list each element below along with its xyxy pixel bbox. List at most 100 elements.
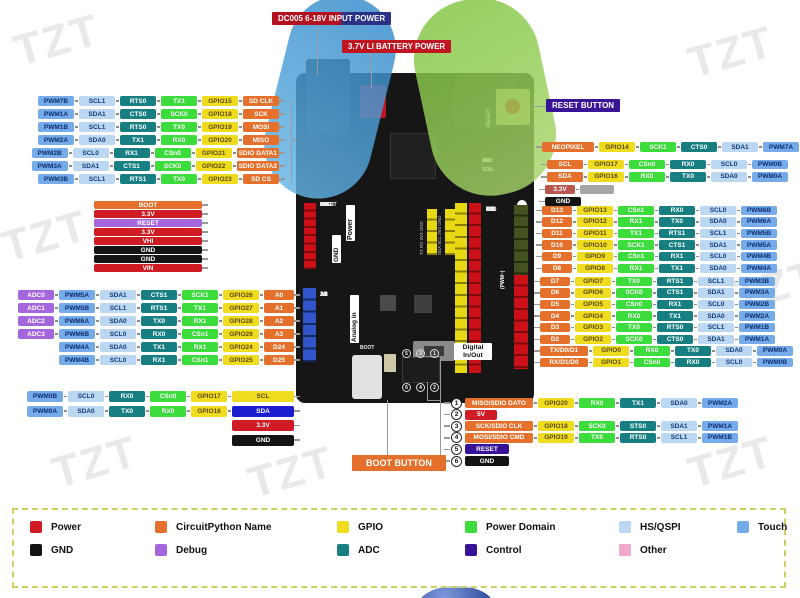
- connector-dash: [694, 280, 697, 282]
- connector-dash: [735, 338, 738, 340]
- connector-dash: [735, 326, 738, 329]
- pin-chip: GPIO29: [223, 329, 259, 339]
- silk-label: ~9: [486, 206, 494, 213]
- pin-chip: [580, 184, 614, 194]
- connector-dash: [232, 165, 236, 167]
- pin-number-circle: 1: [451, 397, 462, 409]
- silk-label: TX: [486, 206, 494, 213]
- connector-dash: [571, 292, 574, 294]
- connector-dash: [198, 178, 201, 180]
- pin-chip: D7: [540, 276, 570, 286]
- connector-dash: [116, 178, 119, 180]
- legend-swatch: [619, 521, 631, 533]
- connector-dash: [748, 163, 751, 165]
- connector-dash: [653, 280, 656, 282]
- pin-chip: SCL0: [700, 251, 736, 262]
- pin-chip: CTS1: [657, 288, 693, 298]
- pin-chip: SDA0: [698, 311, 734, 321]
- pin-number-circle: 6: [451, 455, 462, 467]
- pin-chip: SDA: [547, 172, 583, 182]
- reset-button-badge: RESET BUTTON: [546, 99, 621, 112]
- pin-chip: ADC0: [18, 290, 54, 300]
- pin-chip: GPIO19: [202, 122, 238, 132]
- pin-chip: RX1: [618, 217, 654, 227]
- legend-swatch: [619, 544, 631, 556]
- pin-chip: PWM7A: [763, 142, 799, 152]
- connector-dash: [694, 315, 697, 317]
- pin-chip: D10: [542, 240, 572, 250]
- connector-dash: [735, 315, 738, 317]
- pin-chip: SCK1: [618, 240, 654, 250]
- line-boot-button: [387, 400, 388, 456]
- silk-label: 12: [486, 206, 493, 213]
- connector-dash: [146, 410, 149, 412]
- tzt-watermark: TZT: [8, 5, 106, 77]
- pin-chip: RTS1: [659, 228, 695, 239]
- pin-chip: RX1: [182, 316, 218, 326]
- pin-row: 3.3V: [94, 210, 208, 218]
- legend-swatch: [465, 521, 477, 533]
- pin-chip: SCK0: [616, 334, 652, 344]
- pin-chip: CSn1: [182, 355, 218, 365]
- pin-chip: TX1: [161, 96, 197, 106]
- connector-dash: [260, 307, 263, 309]
- line-input-power: [317, 26, 318, 76]
- silk-label: RX: [486, 206, 495, 213]
- pin-chip: ADC2: [18, 316, 54, 326]
- pin-chip: SDA0: [68, 405, 104, 417]
- legend-label: ADC: [358, 544, 380, 556]
- pin-chip: PWM6A: [59, 316, 95, 326]
- connector-dash: [55, 333, 58, 335]
- connector-dash: [75, 113, 78, 115]
- pin-chip: PWM5B: [741, 228, 777, 239]
- pin-chip: D9: [542, 251, 572, 262]
- silk-label: A0: [320, 292, 328, 298]
- pin-chip: PWM0A: [27, 405, 63, 417]
- connector-dash: [573, 221, 576, 223]
- digital-header-red: [469, 203, 481, 373]
- connector-dash: [694, 292, 697, 294]
- connector-dash: [178, 359, 181, 361]
- connector-dash: [737, 244, 740, 246]
- pin-chip: SCL0: [711, 159, 747, 169]
- reset-button-cap[interactable]: [505, 99, 520, 114]
- silk-label: ~3: [486, 206, 494, 213]
- connector-dash: [696, 232, 699, 235]
- pin-chip: PWM0B: [27, 391, 63, 402]
- pin-chip: CTS0: [681, 142, 717, 152]
- connector-dash: [657, 402, 660, 404]
- pin-chip: SDA1: [698, 288, 734, 298]
- connector-dash: [612, 292, 615, 294]
- pin-chip: PWM1A: [739, 334, 775, 344]
- boot-button-component[interactable]: [384, 354, 396, 372]
- pin-number-circle: 2: [451, 409, 462, 421]
- pin-chip: SCL: [547, 159, 583, 169]
- connector-dash: [612, 326, 615, 329]
- connector-dash: [655, 209, 658, 211]
- pin-chip: PWM3A: [739, 288, 775, 298]
- connector-dash: [612, 338, 615, 340]
- pin-chip: PWM5A: [59, 290, 95, 300]
- connector-dash: [137, 320, 140, 322]
- small-chip: [380, 295, 396, 311]
- connector-dash: [573, 255, 576, 258]
- pin-chip: PWM4A: [59, 342, 95, 352]
- legend-label: Control: [486, 544, 522, 556]
- legend-item: Control: [465, 544, 619, 556]
- pin-chip: A0: [264, 290, 294, 300]
- pin-chip: A2: [264, 316, 294, 326]
- pin-chip: SCK/SDIO CLK: [465, 421, 533, 432]
- connector-dash: [137, 333, 140, 335]
- connector-dash: [612, 315, 615, 317]
- pin-chip: SDA0: [700, 217, 736, 227]
